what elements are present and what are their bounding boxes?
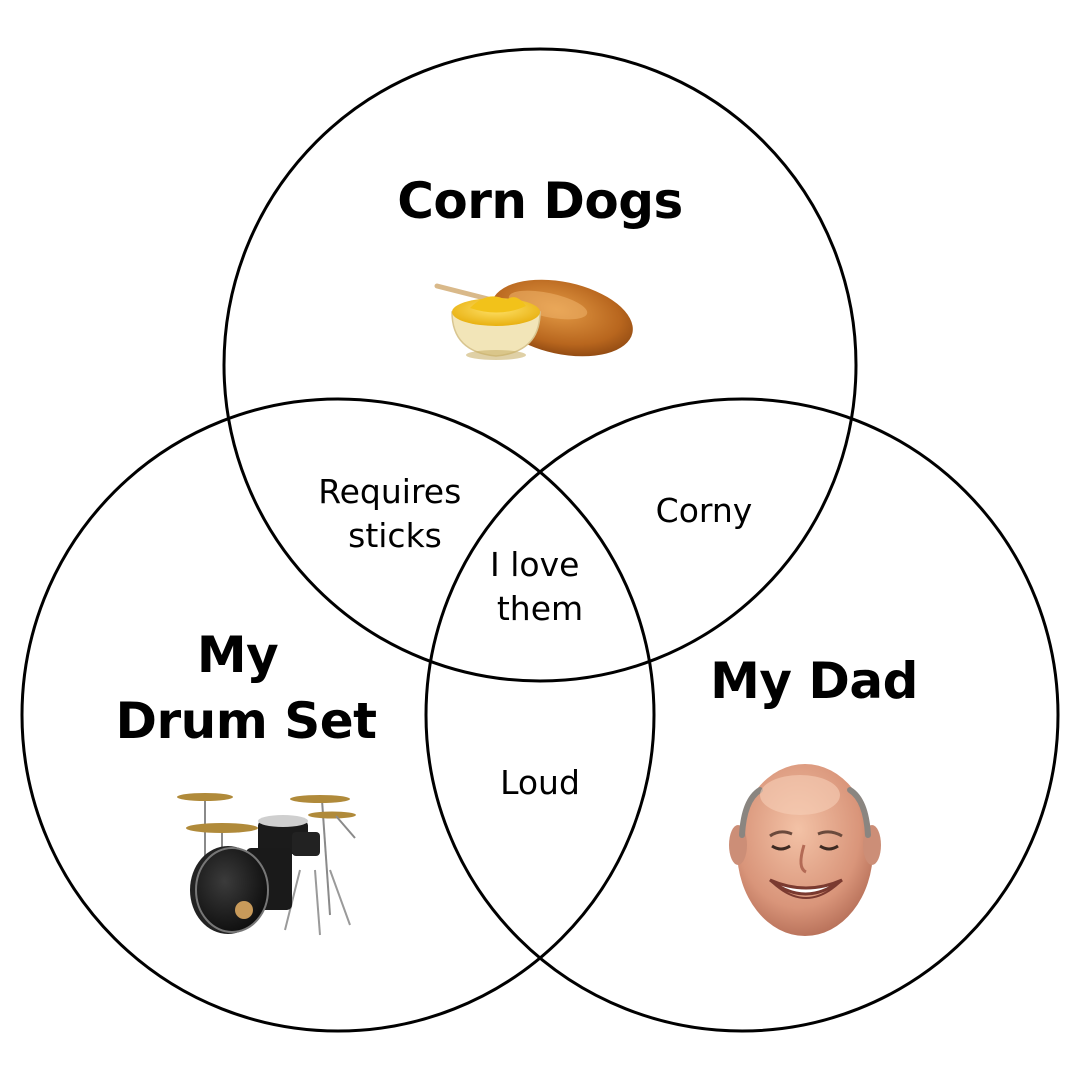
overlap-label-top-left: Requires sticks: [318, 472, 472, 555]
set-title-my-dad: My Dad: [710, 652, 918, 710]
overlap-label-left-right: Loud: [500, 763, 580, 802]
dad-face-icon: [729, 764, 881, 936]
overlap-label-center: I love them: [490, 545, 590, 628]
set-circle-left: [20, 397, 656, 1033]
overlap-label-top-right: Corny: [656, 491, 753, 530]
set-circle-right: [424, 397, 1060, 1033]
set-title-drum-set: My Drum Set: [115, 626, 376, 750]
set-title-corn-dogs: Corn Dogs: [397, 172, 683, 230]
corn-dog-icon: [434, 279, 633, 360]
drum-set-icon: [177, 793, 356, 936]
set-circle-top: [222, 47, 858, 683]
